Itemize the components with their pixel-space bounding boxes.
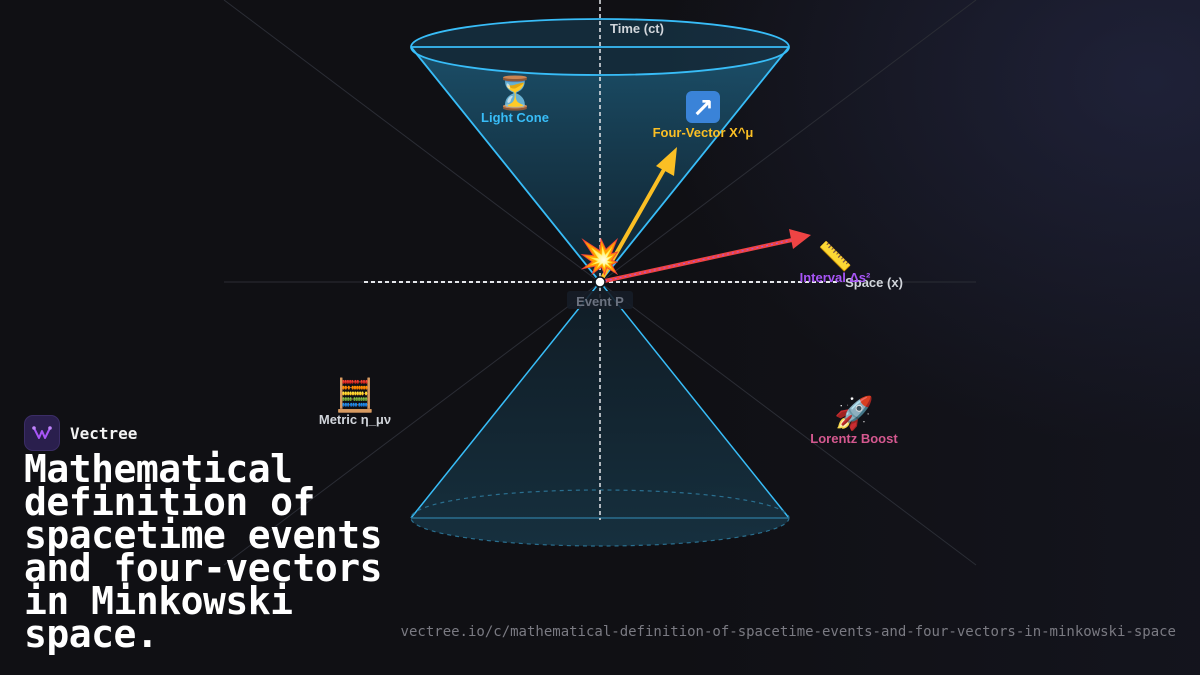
- future-cone-right-edge: [599, 46, 790, 283]
- vectree-logo-icon: [24, 415, 60, 451]
- interval-label: Interval Δs²: [800, 270, 871, 285]
- four-vector-label: Four-Vector X^μ: [653, 125, 754, 140]
- node-light-cone: ⏳ Light Cone: [481, 74, 549, 125]
- future-cone-left-edge: [410, 46, 601, 283]
- event-label-bg: [567, 291, 633, 309]
- hourglass-icon: ⏳: [495, 74, 535, 112]
- page-url: vectree.io/c/mathematical-definition-of-…: [400, 624, 1176, 640]
- abacus-icon: 🧮: [335, 376, 375, 414]
- ruler-icon: 📏: [818, 240, 853, 273]
- node-lorentz-boost: 🚀 Lorentz Boost: [810, 394, 898, 446]
- time-axis-label: Time (ct): [610, 21, 664, 36]
- event-label: Event P: [576, 294, 624, 309]
- metric-label: Metric η_μν: [319, 412, 391, 427]
- event-point: [594, 276, 606, 288]
- light-cone-label: Light Cone: [481, 110, 549, 125]
- node-interval: 📏 Interval Δs²: [800, 240, 871, 285]
- four-vector-arrow: [598, 147, 677, 284]
- collision-icon: 💥: [579, 237, 621, 277]
- brand: Vectree: [24, 415, 137, 451]
- past-cone-left-edge: [410, 281, 601, 519]
- up-right-arrow-icon: ↗: [692, 94, 714, 124]
- node-metric: 🧮 Metric η_μν: [319, 376, 391, 427]
- up-right-arrow-icon-bg: [686, 91, 720, 123]
- past-cone-right-edge: [599, 281, 790, 519]
- node-four-vector: ↗ Four-Vector X^μ: [653, 91, 754, 140]
- rocket-icon: 🚀: [834, 394, 874, 432]
- brand-name: Vectree: [70, 423, 138, 443]
- interval-arrow: [598, 229, 811, 284]
- lorentz-boost-label: Lorentz Boost: [810, 431, 898, 446]
- page-title: Mathematical definition of spacetime eve…: [24, 447, 383, 656]
- space-axis-label: Space (x): [845, 275, 903, 290]
